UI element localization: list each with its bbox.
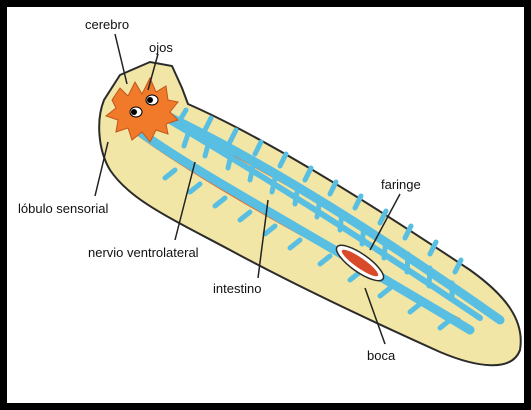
- label-cerebro: cerebro: [85, 17, 129, 32]
- eye-icon: [146, 95, 158, 105]
- label-intestino: intestino: [213, 281, 261, 296]
- label-faringe: faringe: [381, 177, 421, 192]
- label-lobulo-sensorial: lóbulo sensorial: [18, 201, 108, 216]
- label-ojos: ojos: [149, 40, 173, 55]
- label-boca: boca: [367, 348, 396, 363]
- eye-icon: [130, 107, 142, 117]
- label-nervio-ventrolateral: nervio ventrolateral: [88, 245, 199, 260]
